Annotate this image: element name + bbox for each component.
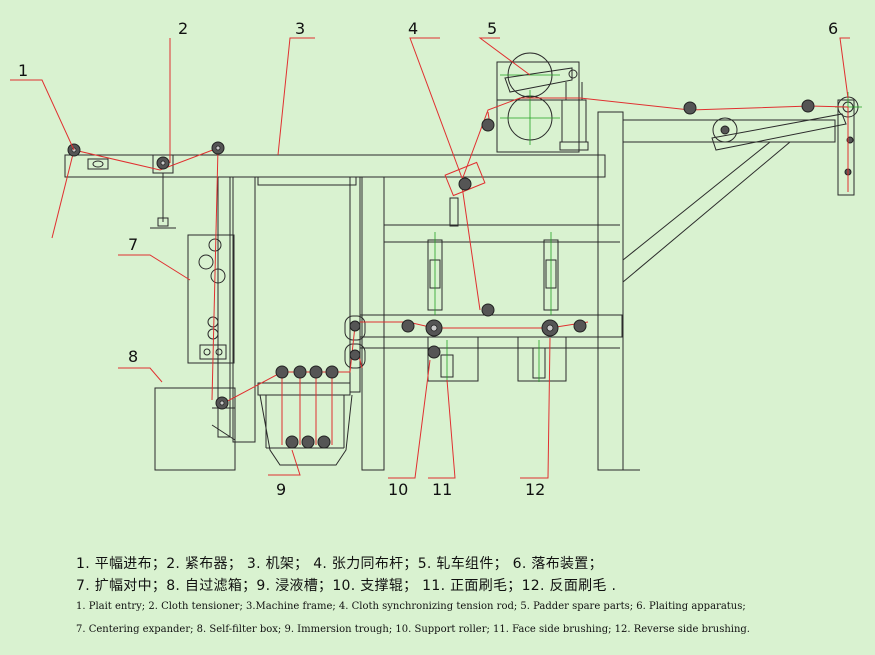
callout-4: 4 [408,19,418,38]
callout-11: 11 [432,480,452,499]
reverse-side-brushing [532,340,546,382]
machine-frame [64,61,836,471]
fabric-path [51,97,849,405]
callout-3: 3 [295,19,305,38]
callout-8: 8 [128,347,138,366]
machine-diagram: 1 2 3 4 5 6 7 8 9 10 11 12 [10,19,862,499]
centering-expander [187,234,235,364]
callout-7: 7 [128,235,138,254]
callout-6: 6 [828,19,838,38]
callout-5: 5 [487,19,497,38]
callout-2: 2 [178,19,188,38]
face-side-brushing [440,340,454,382]
cloth-tensioner [150,154,176,229]
legend-en-line-2: 7. Centering expander; 8. Self-filter bo… [76,624,750,635]
padder [500,52,589,151]
callout-1: 1 [18,61,28,80]
legend-en-line-1: 1. Plait entry; 2. Cloth tensioner; 3.Ma… [76,601,746,612]
legend-cn-line-1: 1. 平幅进布；2. 紧布器； 3. 机架； 4. 张力同布杆；5. 轧车组件；… [76,556,603,572]
tension-cylinders [427,197,559,315]
callout-10: 10 [388,480,408,499]
callout-12: 12 [525,480,545,499]
plaiting-apparatus [711,92,862,196]
callouts: 1 2 3 4 5 6 7 8 9 10 11 12 [10,19,850,499]
callout-9: 9 [276,480,286,499]
immersion-trough [257,372,353,466]
support-rollers [344,315,366,369]
rollers [67,99,815,449]
legend-cn-line-2: 7. 扩幅对中；8. 自过滤箱；9. 浸液槽；10. 支撑辊； 11. 正面刷毛… [76,578,617,594]
